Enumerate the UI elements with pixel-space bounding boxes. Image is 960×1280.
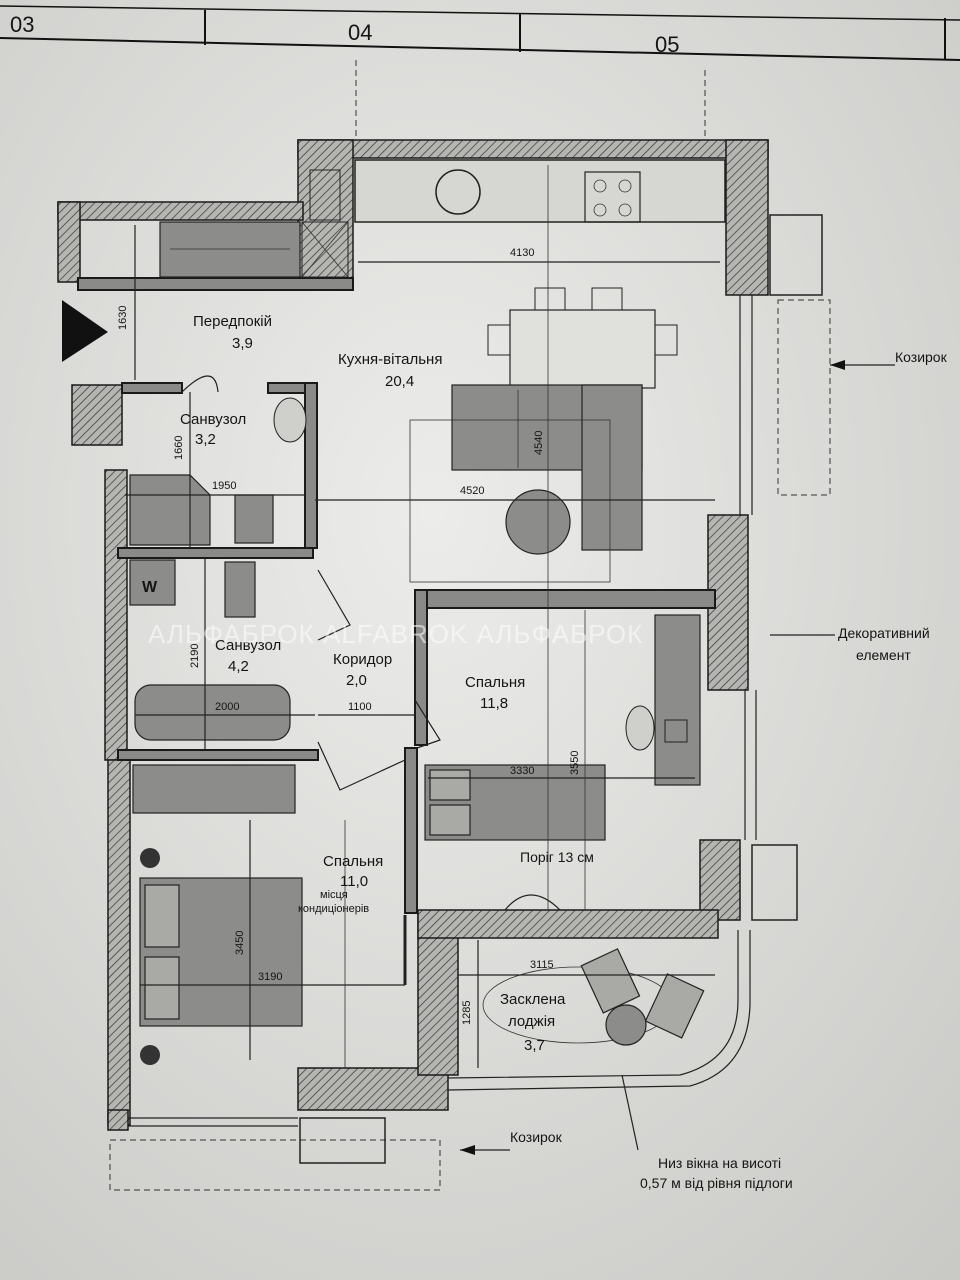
grid-axis-bar: 03 04 05	[0, 5, 960, 61]
coffee-table	[505, 489, 571, 555]
dim-bath1-depth: 1660	[173, 436, 185, 460]
room-name-loggia-1: Засклена	[500, 991, 566, 1008]
round-table	[605, 1004, 647, 1046]
dim-bedroom1-depth: 3550	[569, 751, 581, 775]
kitchen-counter	[354, 159, 726, 223]
dim-loggia-width: 3115	[530, 959, 554, 971]
stove-icon	[584, 171, 641, 223]
dim-hall-depth: 1630	[117, 306, 129, 330]
wardrobe-bedroom2	[132, 764, 296, 814]
toilet-icon	[234, 494, 274, 544]
dim-bath1-width: 1950	[212, 480, 236, 492]
furniture	[62, 159, 823, 1164]
note-decor-2: елемент	[856, 647, 911, 663]
room-name-loggia-2: лоджія	[508, 1013, 555, 1030]
ac-unit-icon	[140, 848, 160, 868]
room-name-hall: Передпокій	[193, 313, 272, 330]
room-area-bath1: 3,2	[195, 431, 216, 448]
room-area-hall: 3,9	[232, 335, 253, 352]
dim-living-width: 4520	[460, 485, 484, 497]
entrance-arrow-icon	[62, 300, 108, 362]
shower-tray	[129, 474, 211, 546]
room-area-corridor: 2,0	[346, 672, 367, 689]
interior-walls	[77, 277, 716, 914]
dim-corridor-width: 1100	[348, 701, 372, 713]
watermark: АЛЬФАБРОК АLFABROK АЛЬФАБРОК	[148, 619, 643, 649]
room-labels: Передпокій 3,9 Кухня-вітальня 20,4 Санву…	[180, 313, 566, 1054]
grid-label-04: 04	[348, 20, 372, 45]
dim-bedroom1-width: 3330	[510, 765, 534, 777]
ac-unit-icon	[140, 1045, 160, 1065]
balcony-basket	[751, 844, 798, 921]
room-area-kitchen: 20,4	[385, 373, 414, 390]
room-area-loggia: 3,7	[524, 1037, 545, 1054]
room-area-bedroom2: 11,0	[340, 873, 368, 890]
dimension-lines	[125, 165, 720, 1068]
note-window-1: Низ вікна на висоті	[658, 1155, 781, 1171]
wardrobe-hall	[159, 221, 301, 278]
dim-kitchen-width: 4130	[510, 247, 534, 259]
door-swings	[181, 375, 561, 985]
lounge-chair	[644, 973, 705, 1039]
note-decor-1: Декоративний	[838, 625, 930, 641]
washbasin-icon	[273, 397, 307, 443]
dining-table	[509, 309, 656, 389]
dim-bath2-depth: 2190	[189, 644, 201, 668]
dim-loggia-depth: 1285	[461, 1001, 473, 1025]
note-window-2: 0,57 м від рівня підлоги	[640, 1175, 793, 1191]
canopy-outline-bottom	[109, 1139, 441, 1191]
washing-machine-icon	[129, 559, 176, 606]
room-name-corridor: Коридор	[333, 651, 392, 668]
annotations: Козирок Декоративний елемент Поріг 13 см…	[142, 349, 948, 1191]
room-name-kitchen: Кухня-вітальня	[338, 351, 442, 368]
room-name-bedroom1: Спальня	[465, 674, 525, 691]
dim-bath2-width: 2000	[215, 701, 239, 713]
room-area-bedroom1: 11,8	[480, 695, 508, 712]
dim-bedroom2-depth: 3450	[234, 931, 246, 955]
room-name-bath2: Санвузол	[215, 637, 281, 654]
exterior-walls	[57, 139, 769, 1131]
room-name-bedroom2: Спальня	[323, 853, 383, 870]
note-ac-2: кондиціонерів	[298, 903, 369, 915]
room-name-bath1: Санвузол	[180, 411, 246, 428]
balcony-basket	[769, 214, 823, 296]
note-ac-1: місця	[320, 889, 348, 901]
note-threshold: Поріг 13 см	[520, 849, 594, 865]
note-canopy-top: Козирок	[895, 349, 948, 365]
sink-icon	[435, 169, 481, 215]
washer-label: W	[142, 579, 158, 596]
dim-bedroom2-width: 3190	[258, 971, 282, 983]
dimension-labels: 4130 1630 4540 1660 4520 1950 2190 2000 …	[117, 247, 581, 1025]
grid-label-03: 03	[10, 12, 34, 37]
desk	[654, 614, 701, 786]
bathtub	[134, 684, 291, 741]
lounge-chair	[580, 948, 641, 1014]
balcony-basket	[299, 1117, 386, 1164]
grid-label-05: 05	[655, 32, 679, 57]
note-canopy-bottom: Козирок	[510, 1129, 563, 1145]
canopy-outline-right	[777, 299, 831, 496]
room-area-bath2: 4,2	[228, 658, 249, 675]
dim-kitchen-depth: 4540	[533, 431, 545, 455]
